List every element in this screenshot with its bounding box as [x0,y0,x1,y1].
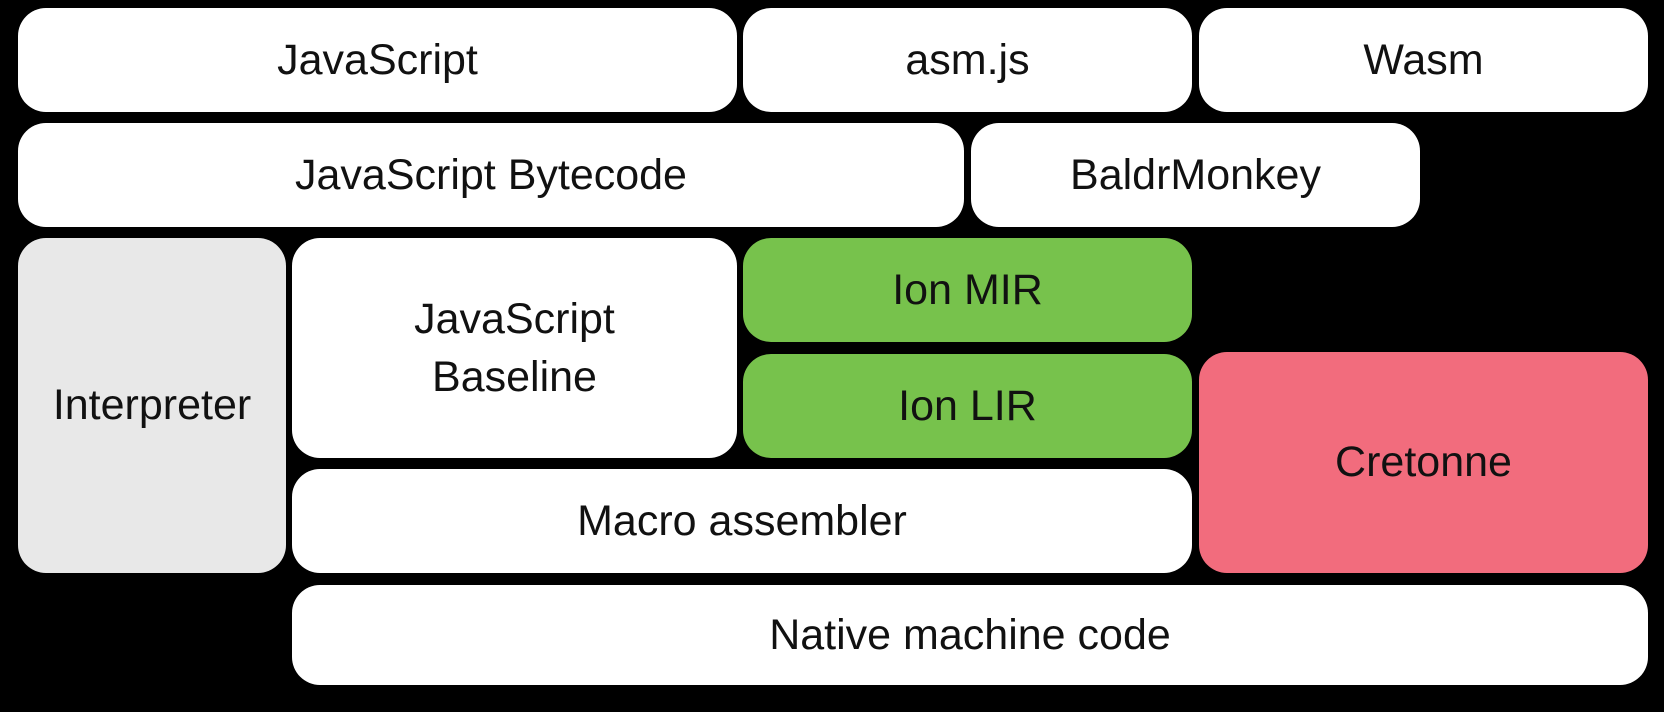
node-baldrmonkey-label: BaldrMonkey [1070,150,1321,199]
node-javascript-bytecode: JavaScript Bytecode [18,123,964,227]
node-javascript-baseline-label: JavaScript Baseline [414,294,615,401]
node-asmjs-label: asm.js [905,35,1030,84]
node-interpreter-label: Interpreter [52,381,252,430]
node-javascript: JavaScript [18,8,737,112]
node-wasm-label: Wasm [1363,35,1484,84]
node-ion-lir-label: Ion LIR [898,381,1037,430]
node-javascript-baseline: JavaScript Baseline [292,238,737,458]
node-ion-mir-label: Ion MIR [892,265,1043,314]
node-cretonne: Cretonne [1199,352,1648,573]
node-macro-assembler: Macro assembler [292,469,1192,573]
node-ion-lir: Ion LIR [743,354,1192,458]
node-ion-mir: Ion MIR [743,238,1192,342]
node-interpreter: Interpreter [18,238,286,573]
node-native-machine-code: Native machine code [292,585,1648,685]
node-macro-assembler-label: Macro assembler [577,496,907,545]
node-wasm: Wasm [1199,8,1648,112]
node-cretonne-label: Cretonne [1335,438,1512,487]
node-javascript-bytecode-label: JavaScript Bytecode [295,150,687,199]
node-native-machine-code-label: Native machine code [769,610,1171,659]
node-baldrmonkey: BaldrMonkey [971,123,1420,227]
node-javascript-label: JavaScript [277,35,478,84]
node-asmjs: asm.js [743,8,1192,112]
